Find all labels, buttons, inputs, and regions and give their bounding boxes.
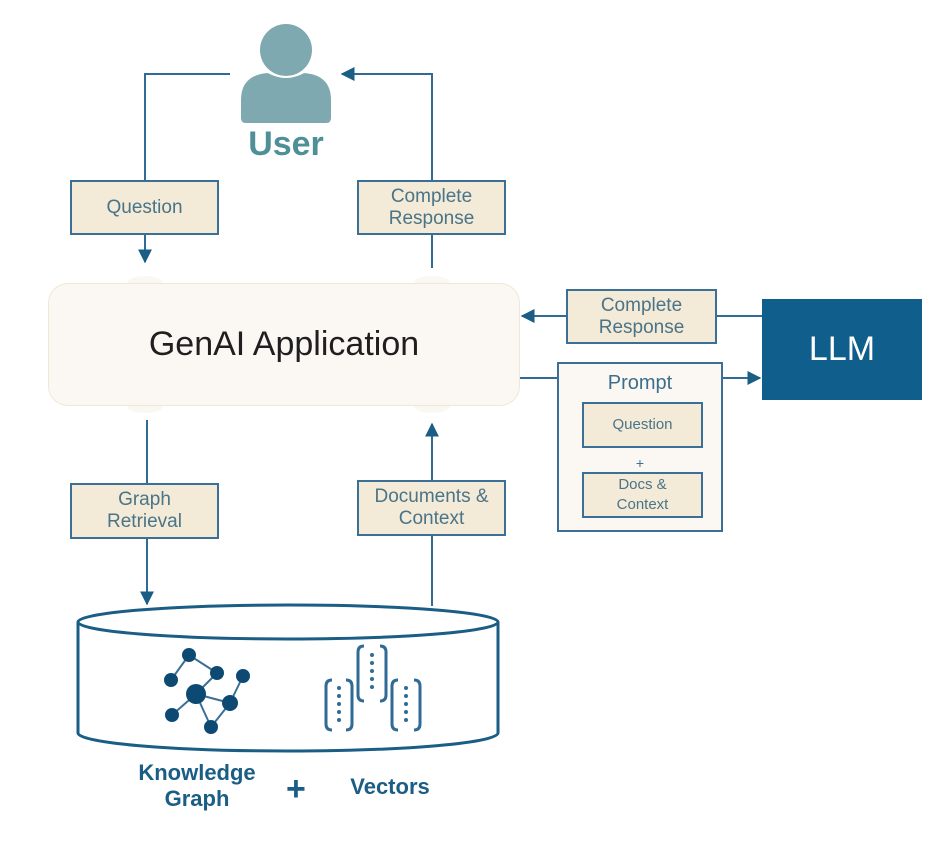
graph-retrieval-label: Graph Retrieval bbox=[70, 483, 219, 539]
llm-node[interactable]: LLM bbox=[762, 299, 922, 400]
llm-label: LLM bbox=[808, 330, 876, 368]
complete-response-from-llm-label: Complete Response bbox=[566, 289, 717, 344]
knowledge-graph-icon bbox=[164, 648, 250, 734]
knowledge-graph-label: Knowledge Graph bbox=[138, 760, 256, 811]
prompt-plus: + bbox=[635, 455, 645, 471]
prompt-docs-context-part: Docs & Context bbox=[582, 472, 703, 518]
genai-application-node[interactable]: GenAI Application bbox=[48, 283, 520, 406]
question-flow-label: Question bbox=[70, 180, 219, 235]
complete-response-to-user-label: Complete Response bbox=[357, 180, 506, 235]
database-cylinder-icon bbox=[76, 603, 500, 753]
flow-app-to-user bbox=[340, 67, 433, 268]
user-label: User bbox=[248, 125, 324, 163]
genai-application-label: GenAI Application bbox=[148, 325, 420, 363]
prompt-title: Prompt bbox=[607, 372, 673, 394]
prompt-box: Prompt Question + Docs & Context bbox=[557, 362, 723, 532]
vectors-label: Vectors bbox=[350, 774, 430, 799]
user-icon bbox=[239, 24, 333, 125]
database-plus: + bbox=[286, 770, 306, 808]
documents-context-label: Documents & Context bbox=[357, 480, 506, 536]
prompt-question-part: Question bbox=[582, 402, 703, 448]
vectors-icon bbox=[324, 644, 422, 732]
